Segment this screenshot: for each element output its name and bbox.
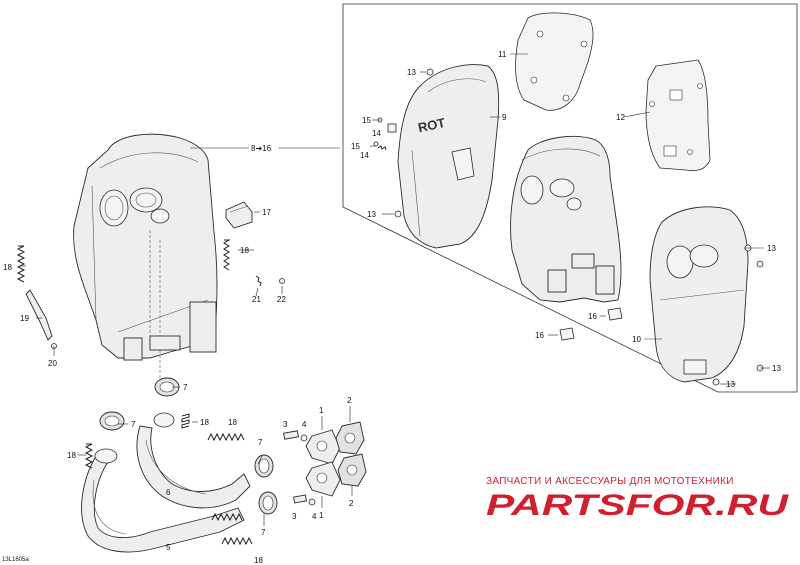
callout-18: 18	[67, 451, 76, 460]
heat-shield-9: ROT	[397, 64, 500, 249]
clamp-17	[225, 201, 253, 229]
callout-14: 14	[372, 129, 381, 138]
callout-2: 2	[349, 499, 354, 508]
watermark-brand: PARTSFOR.RU	[486, 489, 790, 522]
detail-inset-frame	[342, 3, 798, 393]
callout-10: 10	[632, 335, 641, 344]
callout-18: 18	[254, 556, 263, 565]
partsfor-watermark: ЗАПЧАСТИ И АКСЕССУАРЫ ДЛЯ МОТОТЕХНИКИ PA…	[486, 476, 790, 522]
callout-13: 13	[772, 364, 781, 373]
callout-1: 1	[319, 406, 324, 415]
exhaust-pipe-6	[136, 412, 251, 509]
callout-18: 18	[3, 263, 12, 272]
callout-20: 20	[48, 359, 57, 368]
svg-text:ROT: ROT	[417, 115, 447, 135]
callout-labels: 8➔16 9 10 11 12 13 13 13 13 13 14 14 15 …	[3, 50, 781, 565]
spring-group	[16, 239, 262, 546]
exhaust-pipe-5	[81, 448, 245, 553]
muffler-assembly	[73, 133, 218, 380]
callout-18: 18	[200, 418, 209, 427]
callout-16: 16	[588, 312, 597, 321]
callout-13: 13	[367, 210, 376, 219]
callout-22: 22	[277, 295, 286, 304]
callout-7: 7	[258, 438, 263, 447]
callout-8-16: 8➔16	[251, 144, 272, 153]
callout-4: 4	[302, 420, 307, 429]
flange-group	[305, 421, 367, 497]
callout-14: 14	[360, 151, 369, 160]
callout-9: 9	[502, 113, 507, 122]
callout-13: 13	[407, 68, 416, 77]
inset-muffler	[510, 135, 622, 303]
diagram-code: 13L1605a	[2, 557, 29, 563]
callout-7: 7	[131, 420, 136, 429]
callout-5: 5	[166, 543, 171, 552]
callout-16: 16	[535, 331, 544, 340]
callout-18: 18	[240, 246, 249, 255]
callout-11: 11	[498, 50, 507, 59]
callout-12: 12	[616, 113, 625, 122]
callout-15: 15	[362, 116, 371, 125]
insulation-pad-12	[645, 59, 711, 172]
callout-21: 21	[252, 295, 261, 304]
hardware-group	[283, 430, 316, 506]
rear-cover-10	[649, 206, 749, 383]
leader-lines	[20, 53, 770, 526]
callout-1: 1	[319, 511, 324, 520]
callout-17: 17	[262, 208, 271, 217]
callout-7: 7	[261, 528, 266, 537]
callout-3: 3	[283, 420, 288, 429]
watermark-tagline: ЗАПЧАСТИ И АКСЕССУАРЫ ДЛЯ МОТОТЕХНИКИ	[486, 476, 734, 487]
callout-18: 18	[228, 418, 237, 427]
callout-7: 7	[183, 383, 188, 392]
callout-13: 13	[767, 244, 776, 253]
callout-19: 19	[20, 314, 29, 323]
insulation-pad-11	[515, 12, 594, 111]
callout-13: 13	[726, 380, 735, 389]
callout-15: 15	[351, 142, 360, 151]
inset-hardware	[51, 68, 764, 386]
callout-4: 4	[312, 512, 317, 521]
callout-3: 3	[292, 512, 297, 521]
callout-2: 2	[347, 396, 352, 405]
callout-6: 6	[166, 488, 171, 497]
